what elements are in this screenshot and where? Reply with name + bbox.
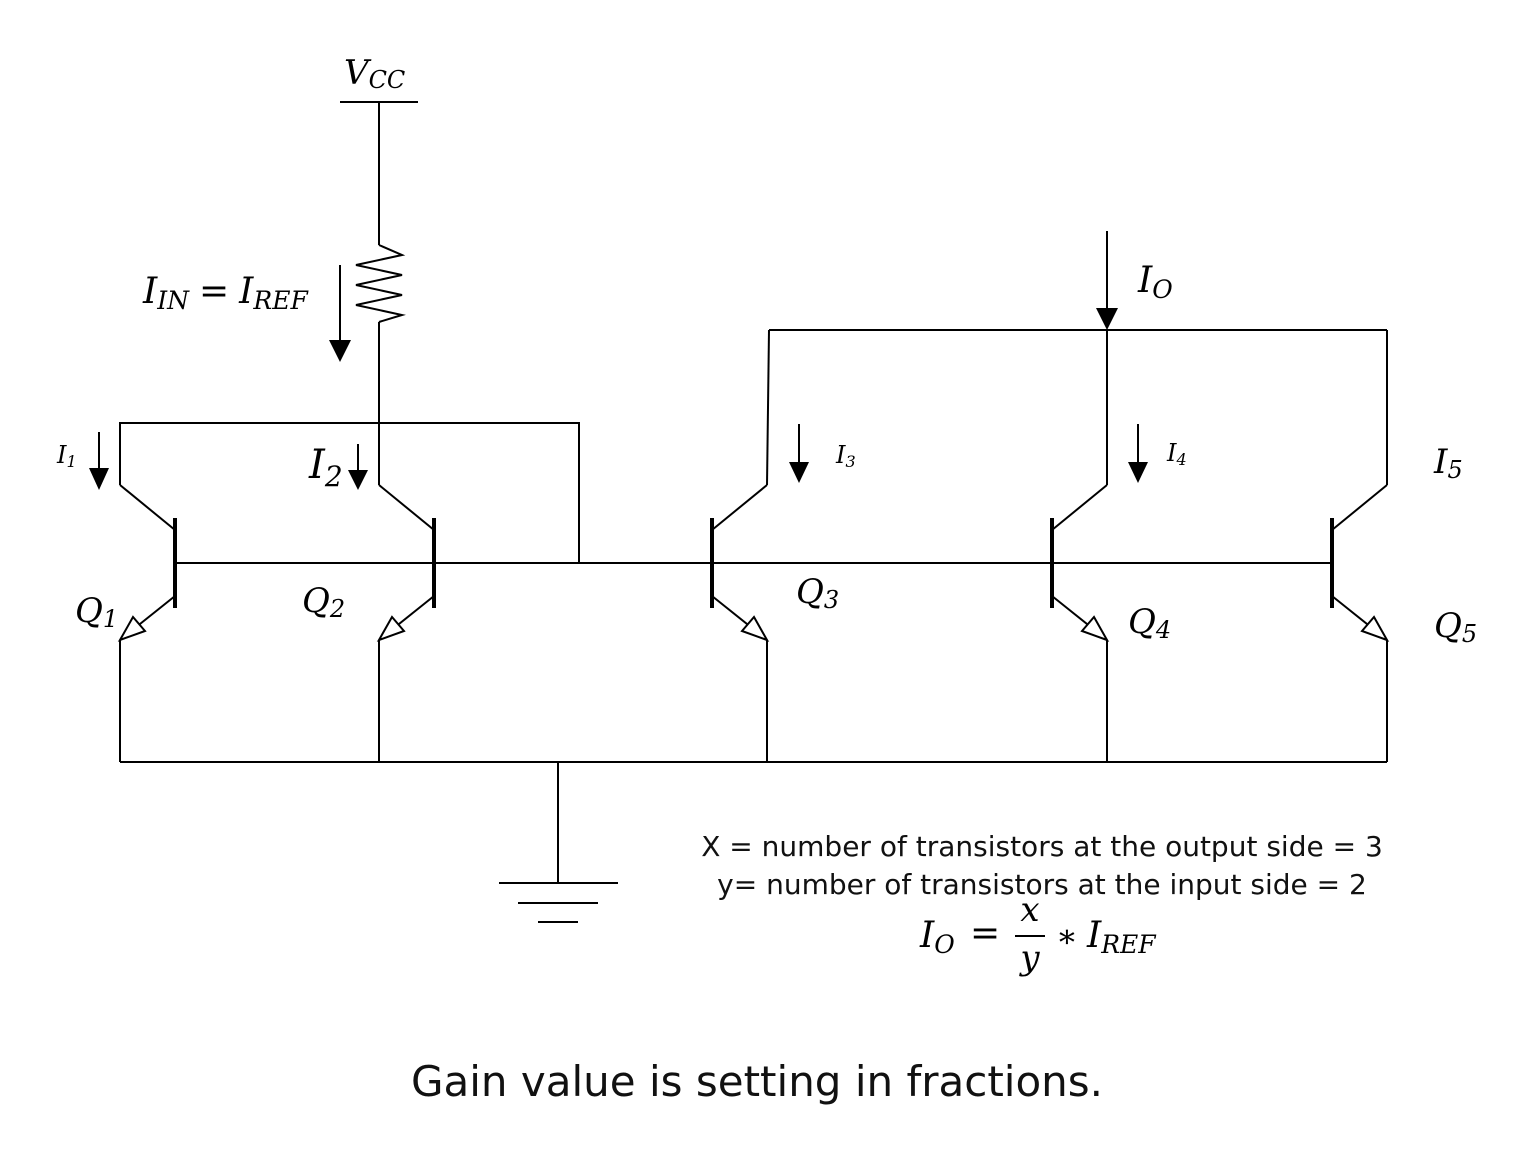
i4-arrow-head xyxy=(1128,462,1148,483)
current-i3: I3 xyxy=(789,424,856,483)
q4-emitter-arrow xyxy=(1080,615,1110,642)
q3-label: Q3 xyxy=(796,572,839,614)
transistor-q1: Q1 xyxy=(75,484,177,762)
i1-arrow-head xyxy=(89,468,109,490)
current-i5: I5 xyxy=(1433,442,1463,484)
transistor-q3: Q3 xyxy=(710,329,839,762)
output-current-label: IO xyxy=(1137,260,1173,304)
i2-arrow-head xyxy=(348,470,368,490)
q3-collector-wire xyxy=(766,329,770,486)
input-current-label: IIN=IREF xyxy=(142,271,309,315)
output-current: IO xyxy=(1096,231,1173,330)
caption: Gain value is setting in fractions. xyxy=(411,1057,1103,1106)
note-output-count: X = number of transistors at the output … xyxy=(701,830,1383,863)
formula-operator: ∗ xyxy=(1056,917,1078,955)
q5-collector xyxy=(1331,484,1388,531)
current-i2: I2 xyxy=(308,442,368,493)
vcc-supply: VCC xyxy=(340,53,418,245)
i2-label: I2 xyxy=(308,442,343,493)
transistor-q2: Q2 xyxy=(302,484,436,762)
formula-denominator: y xyxy=(1018,938,1040,978)
q3-collector xyxy=(711,484,768,531)
i3-label: I3 xyxy=(835,441,856,471)
i1-label: I1 xyxy=(56,441,77,471)
q1-emitter-arrow xyxy=(117,615,147,642)
q5-label: Q5 xyxy=(1434,606,1477,648)
input-current-arrow-head xyxy=(329,340,351,362)
q2-emitter-arrow xyxy=(376,615,406,642)
formula-numerator: x xyxy=(1020,890,1039,930)
formula-equals: = xyxy=(970,913,1000,954)
formula-rhs: IREF xyxy=(1086,915,1157,959)
current-i4: I4 xyxy=(1128,424,1187,483)
q4-label: Q4 xyxy=(1128,602,1171,644)
transistor-q4: Q4 xyxy=(1050,330,1171,762)
input-current: IIN=IREF xyxy=(142,265,351,362)
i4-label: I4 xyxy=(1166,439,1187,469)
reference-resistor xyxy=(355,244,406,323)
note-input-count: y= number of transistors at the input si… xyxy=(717,868,1367,901)
formula-lhs: IO xyxy=(919,915,955,959)
q4-collector xyxy=(1051,484,1108,531)
i5-label: I5 xyxy=(1433,442,1463,484)
q2-collector xyxy=(378,484,435,531)
gain-formula: IO = x y ∗ IREF xyxy=(919,890,1157,978)
q2-label: Q2 xyxy=(302,581,345,623)
q1-collector xyxy=(119,484,176,531)
diode-connection-wire xyxy=(119,422,580,563)
current-i1: I1 xyxy=(56,432,109,490)
output-current-arrow-head xyxy=(1096,308,1118,330)
vcc-label: VCC xyxy=(344,53,405,94)
transistor-q5: Q5 xyxy=(1330,330,1477,762)
i3-arrow-head xyxy=(789,462,809,483)
q3-emitter-arrow xyxy=(740,615,770,642)
q5-emitter-arrow xyxy=(1360,615,1390,642)
q1-label: Q1 xyxy=(75,591,118,633)
ground-icon xyxy=(499,762,618,923)
